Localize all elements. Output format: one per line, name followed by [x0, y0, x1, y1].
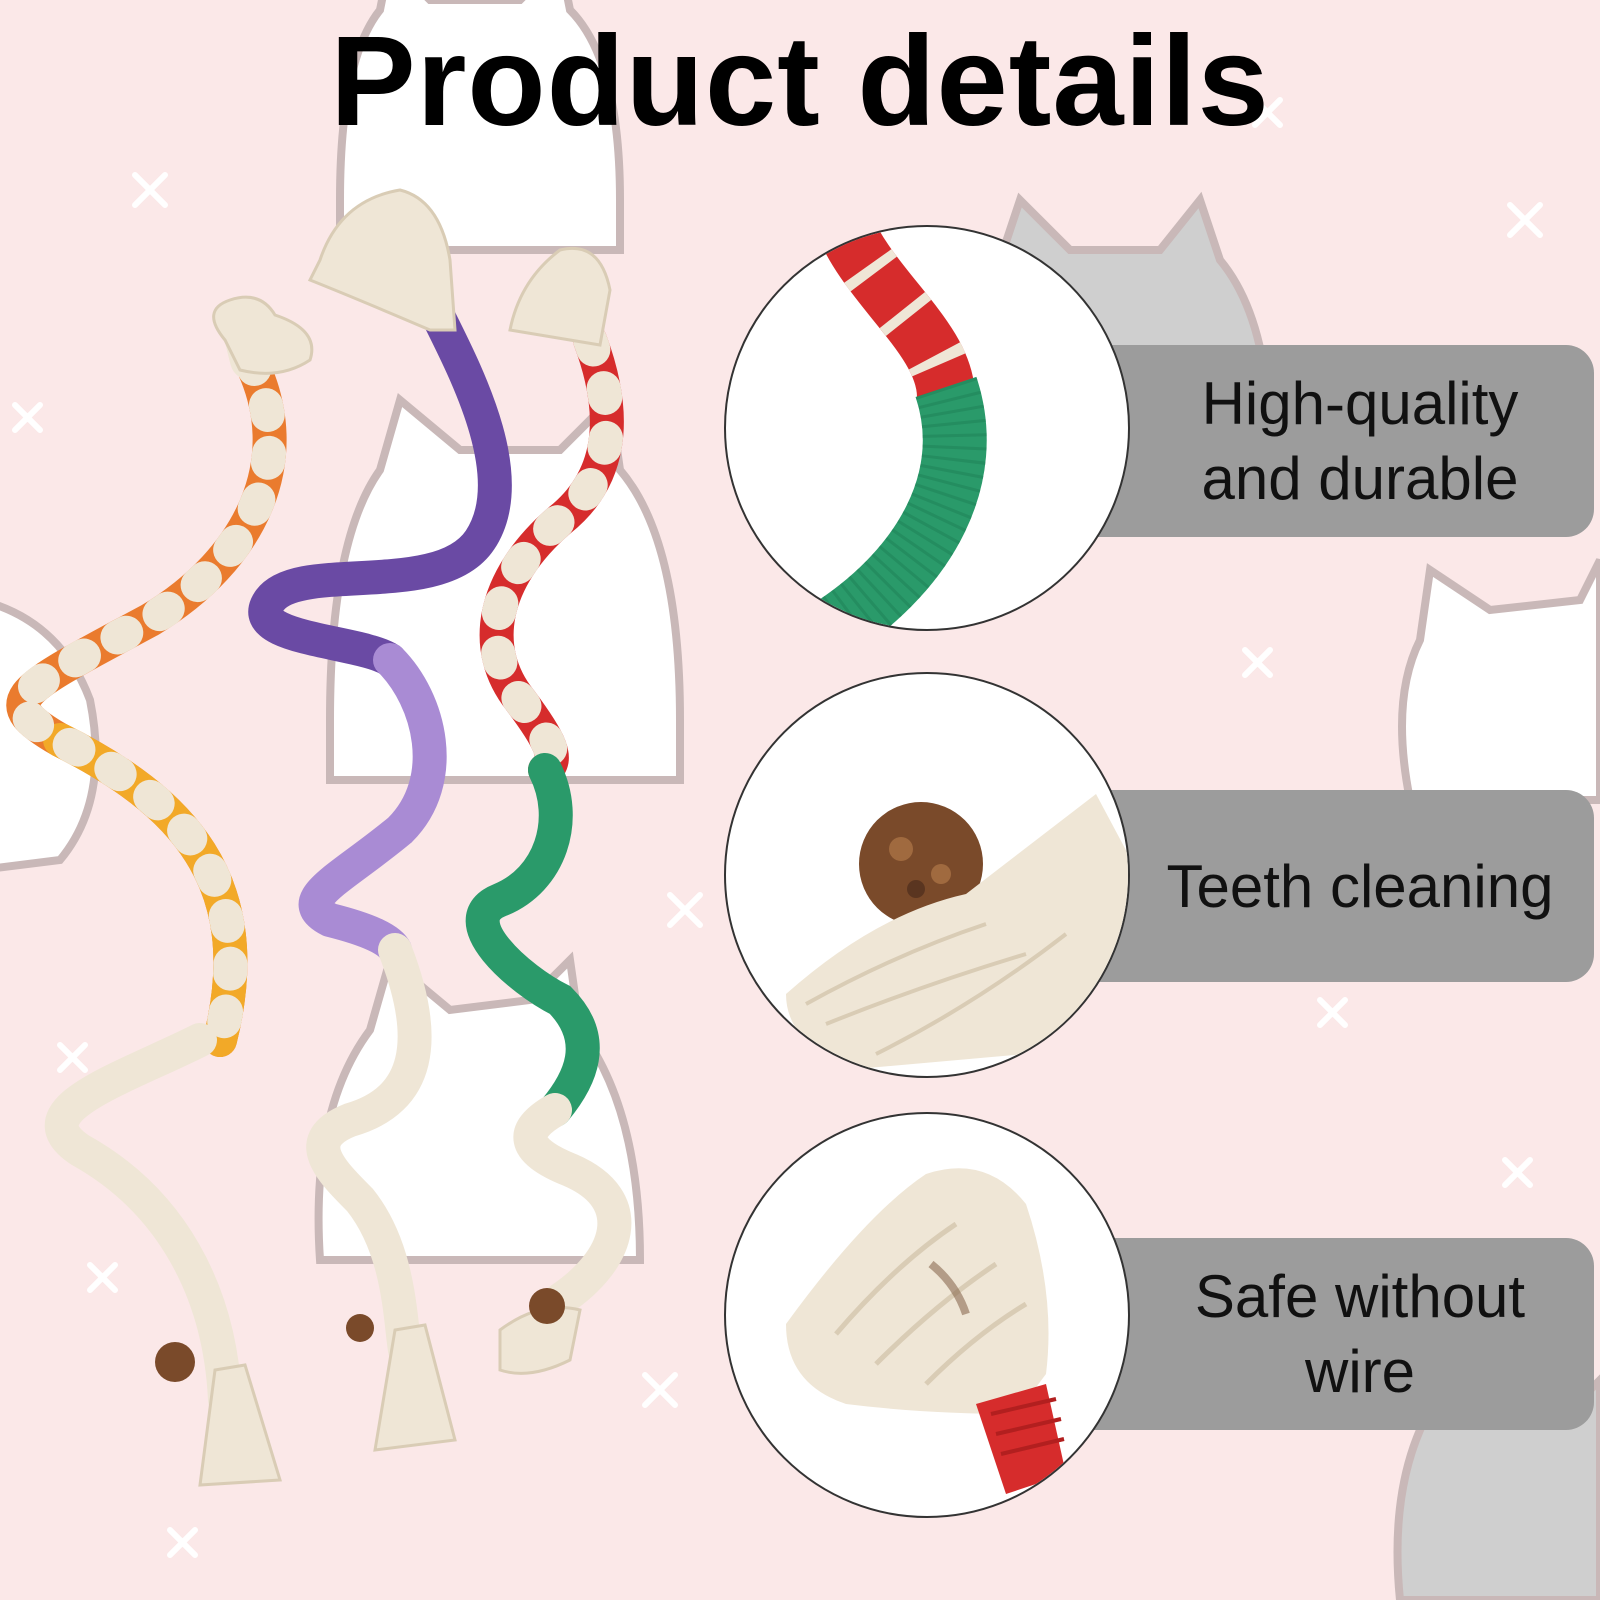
catnip-ball-icon [346, 1314, 374, 1342]
feature-label-pill: Safe without wire [1060, 1238, 1594, 1430]
feature-label: High-quality and durable [1202, 366, 1519, 516]
tassel-icon [307, 188, 457, 1452]
rope-red-green [465, 323, 632, 1317]
rope-orange-yellow [6, 300, 287, 1417]
feature-label-pill: High-quality and durable [1060, 345, 1594, 537]
feature-label-line: High-quality [1201, 370, 1519, 437]
feature-label-line: and durable [1201, 445, 1519, 512]
feature-label: Teeth cleaning [1167, 849, 1554, 924]
rope-toys-group [6, 188, 632, 1487]
rope-tassel-catnip-closeup [724, 672, 1130, 1078]
catnip-ball-icon [529, 1288, 565, 1324]
feature-label: Safe without wire [1195, 1259, 1525, 1409]
catnip-ball-icon [155, 1342, 195, 1382]
page-title: Product details [330, 10, 1270, 153]
cat-illustration [336, 0, 624, 254]
feature-label-pill: Teeth cleaning [1060, 790, 1594, 982]
feature-label-line: Teeth cleaning [1166, 852, 1554, 920]
feature-label-line: wire [1304, 1338, 1415, 1405]
tassel-icon [198, 295, 314, 1487]
tassel-icon [498, 246, 612, 1375]
rope-red-green-closeup [724, 225, 1130, 631]
rope-tassel-red-closeup [724, 1112, 1130, 1518]
sparkle-icon [12, 97, 1543, 1558]
feature-label-line: Safe without [1194, 1263, 1526, 1330]
rope-purple-lilac [248, 303, 512, 1367]
cat-illustration [1398, 558, 1600, 804]
